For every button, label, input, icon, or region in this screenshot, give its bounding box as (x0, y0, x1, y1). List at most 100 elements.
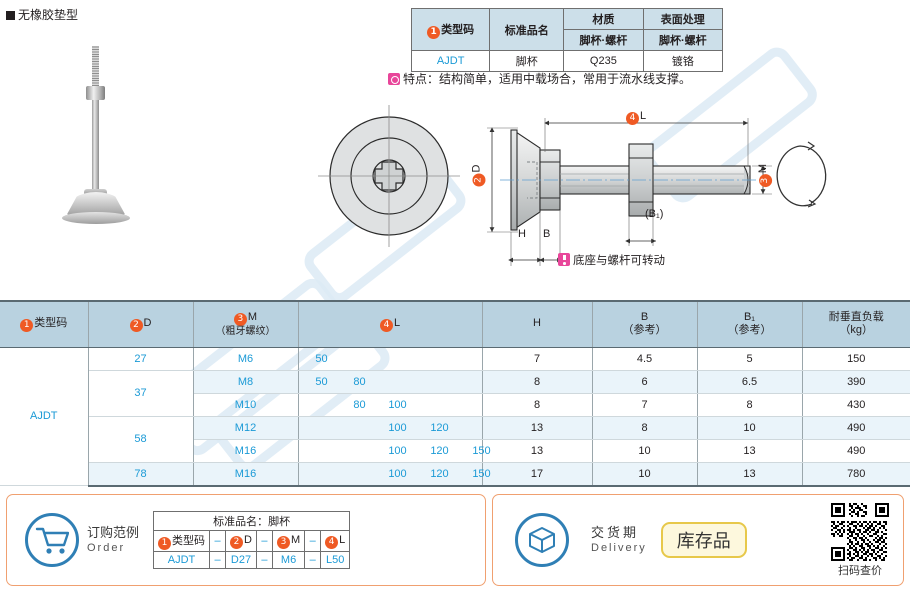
cell-m: M8 (193, 370, 299, 394)
cell-d: 37 (88, 369, 194, 417)
col-header-h: H (482, 300, 593, 348)
photo-base-rim (62, 212, 130, 224)
stock-badge: 库存品 (660, 522, 747, 558)
cell-b: 10 (592, 439, 698, 463)
spec-value-surface: 镀铬 (642, 50, 724, 72)
l-value: 120 (430, 467, 449, 480)
photo-nut (86, 86, 105, 100)
cell-h: 8 (482, 370, 593, 394)
cell-load: 780 (802, 462, 910, 487)
order-separator: – (255, 551, 273, 569)
cell-b: 4.5 (592, 347, 698, 371)
top-view-drawing (318, 105, 460, 247)
l-value: 120 (430, 421, 449, 434)
spec-subheader-material: 脚杯·螺杆 (563, 29, 644, 51)
spec-header-material: 材质 (563, 8, 644, 30)
page-title: 无橡胶垫型 (6, 6, 78, 23)
dimension-label-B1: (B₁) (645, 208, 664, 220)
cell-b: 7 (592, 393, 698, 417)
badge-4-icon: 4 (626, 112, 639, 125)
order-value-l: L50 (320, 551, 351, 569)
order-title-row: 标准品名：脚杯 (153, 511, 351, 531)
cell-b: 8 (592, 416, 698, 440)
cell-b1: 6.5 (697, 370, 803, 394)
dimension-label-D: 2D (470, 165, 486, 187)
cell-m: M10 (193, 393, 299, 417)
cell-load: 150 (802, 347, 910, 371)
badge-3-icon: 3 (759, 174, 773, 188)
qr-code-block: 扫码查价 (831, 502, 889, 578)
badge-4-icon: 4 (325, 535, 339, 549)
cell-load: 490 (802, 439, 910, 463)
cell-h: 8 (482, 393, 593, 417)
l-value: 100 (388, 467, 407, 480)
order-separator: – (255, 530, 273, 552)
spec-value-type-code: AJDT (410, 50, 491, 72)
box-icon (515, 513, 569, 567)
spec-header-surface: 表面处理 (642, 8, 724, 30)
spec-header-standard-name: 标准品名 (489, 8, 565, 51)
dimension-label-H: H (518, 228, 526, 240)
cell-b1: 8 (697, 393, 803, 417)
section-view-drawing (487, 118, 827, 266)
cell-h: 7 (482, 347, 593, 371)
info-exclamation-icon (558, 253, 570, 266)
photo-rod (92, 46, 99, 198)
badge-3-icon: 3 (276, 535, 290, 549)
spec-value-row: AJDT 脚杯 Q235 镀铬 (410, 50, 724, 72)
l-value: 100 (388, 398, 407, 411)
cell-d: 78 (88, 461, 194, 487)
cell-h: 17 (482, 462, 593, 487)
cell-b: 6 (592, 370, 698, 394)
order-separator: – (304, 530, 322, 552)
cell-type-code: AJDT (0, 347, 89, 486)
delivery-panel: 交货期 Delivery 库存品 (492, 494, 904, 586)
cell-m: M16 (193, 439, 299, 463)
l-value: 80 (353, 398, 366, 411)
cell-m: M16 (193, 462, 299, 487)
cell-d: 58 (88, 415, 194, 463)
technical-drawings (318, 105, 827, 266)
cell-l: 50 (298, 347, 483, 371)
cell-load: 430 (802, 393, 910, 417)
rotatable-note: 底座与螺杆可转动 (558, 252, 665, 268)
order-separator: – (209, 551, 227, 569)
badge-1-icon: 1 (20, 318, 34, 332)
badge-4-icon: 4 (379, 318, 393, 332)
feature-circle-icon (388, 73, 400, 85)
l-value: 80 (353, 375, 366, 388)
cell-m: M12 (193, 416, 299, 440)
cell-b1: 10 (697, 416, 803, 440)
l-value: 50 (315, 352, 328, 365)
spec-subheader-surface: 脚杯·螺杆 (642, 29, 724, 51)
cell-d: 27 (88, 346, 194, 371)
delivery-label: 交货期 Delivery (591, 524, 647, 555)
cell-b1: 13 (697, 462, 803, 487)
l-value: 150 (472, 444, 491, 457)
spec-subheader-row: 脚杯·螺杆 脚杯·螺杆 (412, 29, 724, 51)
order-value-type-code: AJDT (153, 551, 211, 569)
